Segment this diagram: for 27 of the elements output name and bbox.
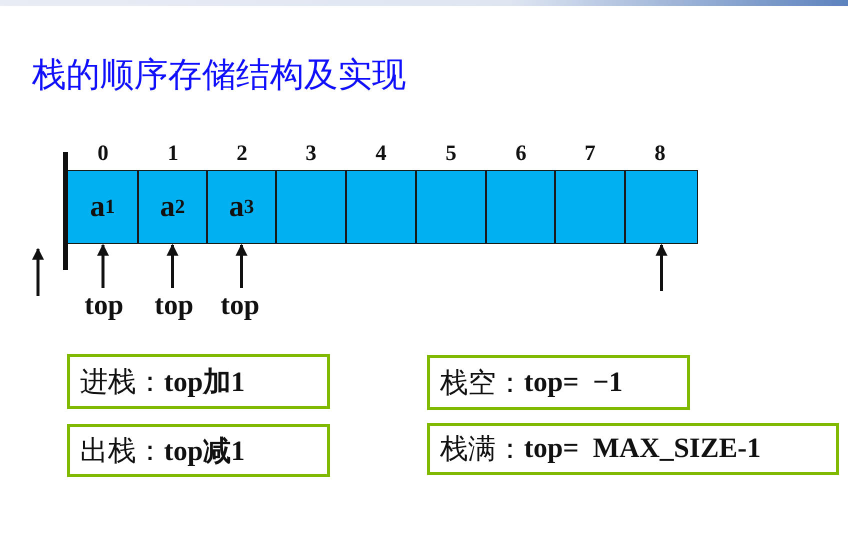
pointer-label: top <box>74 290 134 330</box>
arrow <box>166 244 178 288</box>
arrow <box>97 244 109 288</box>
array-cell <box>346 170 416 244</box>
index-number: 2 <box>236 140 248 166</box>
arrow <box>236 244 248 288</box>
array-cell <box>625 170 698 244</box>
array-cell <box>416 170 486 244</box>
note-box: 栈空：top= −1 <box>427 355 690 410</box>
note-box: 出栈：top减1 <box>67 424 330 477</box>
index-number: 8 <box>654 140 666 166</box>
array-cell <box>276 170 346 244</box>
slide-title: 栈的顺序存储结构及实现 <box>32 56 406 96</box>
index-number: 6 <box>514 140 528 166</box>
pointer-label: top <box>144 290 204 330</box>
index-number: 7 <box>584 140 596 166</box>
array-cell <box>486 170 555 244</box>
index-number: 3 <box>304 140 318 166</box>
index-number: 5 <box>444 140 458 166</box>
note-box: 进栈：top加1 <box>67 354 330 409</box>
pointer-label: top <box>210 290 270 330</box>
note-box: 栈满：top= MAX_SIZE-1 <box>427 423 839 475</box>
index-number: 1 <box>166 140 180 166</box>
arrow <box>656 244 668 291</box>
index-number: 0 <box>96 140 110 166</box>
index-number: 4 <box>374 140 388 166</box>
array-cell <box>555 170 625 244</box>
